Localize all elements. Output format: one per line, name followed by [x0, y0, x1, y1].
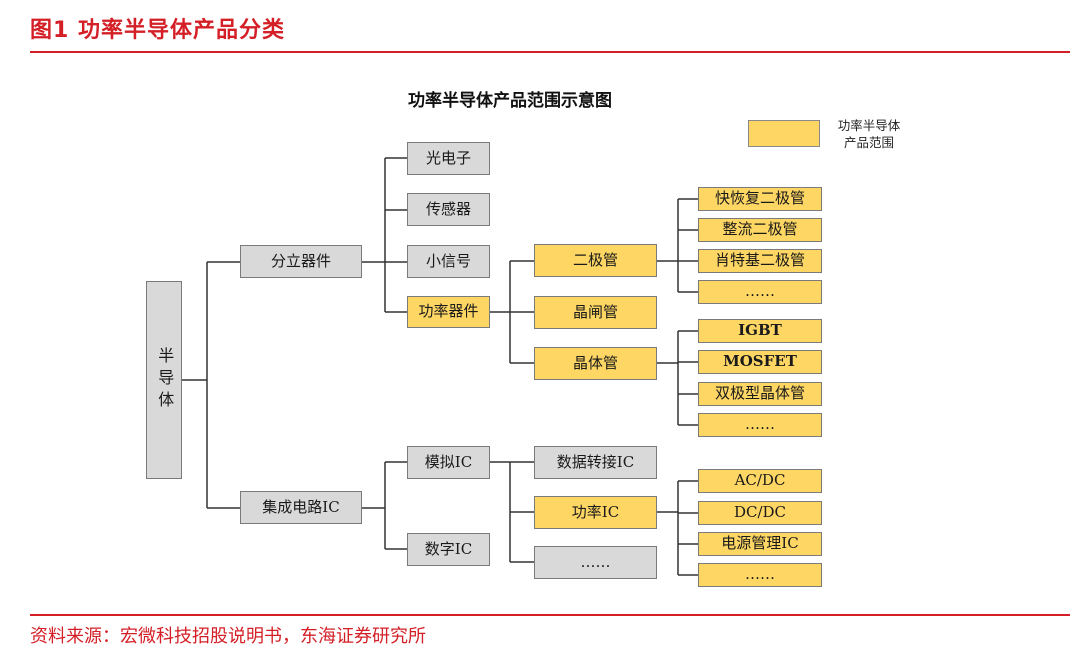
node-transistor: 晶体管	[534, 347, 657, 380]
node-dc-dc: DC/DC	[698, 501, 822, 525]
node-semiconductor: 半导体	[146, 281, 182, 479]
node-diode: 二极管	[534, 244, 657, 277]
node-discrete-devices: 分立器件	[240, 245, 362, 278]
diagram-title: 功率半导体产品范围示意图	[408, 91, 612, 111]
footer-divider	[30, 614, 1070, 616]
node-power-ic-more: ……	[698, 563, 822, 587]
node-fast-recovery-diode: 快恢复二极管	[698, 187, 822, 211]
node-analog-more: ……	[534, 546, 657, 579]
node-small-signal: 小信号	[407, 245, 490, 278]
source-note: 资料来源：宏微科技招股说明书，东海证券研究所	[30, 626, 426, 647]
node-power-management-ic: 电源管理IC	[698, 532, 822, 556]
node-bipolar-transistor: 双极型晶体管	[698, 382, 822, 406]
node-integrated-circuit: 集成电路IC	[240, 491, 362, 524]
node-digital-ic: 数字IC	[407, 533, 490, 566]
node-rectifier-diode: 整流二极管	[698, 218, 822, 242]
node-transistor-more: ……	[698, 413, 822, 437]
figure-title: 图1 功率半导体产品分类	[30, 18, 285, 43]
node-diode-more: ……	[698, 280, 822, 304]
node-igbt: IGBT	[698, 319, 822, 343]
node-schottky-diode: 肖特基二极管	[698, 249, 822, 273]
node-analog-ic: 模拟IC	[407, 446, 490, 479]
legend-swatch	[748, 120, 820, 147]
node-mosfet: MOSFET	[698, 350, 822, 374]
node-sensor: 传感器	[407, 193, 490, 226]
node-power-device: 功率器件	[407, 296, 490, 328]
node-ac-dc: AC/DC	[698, 469, 822, 493]
node-power-ic: 功率IC	[534, 496, 657, 529]
node-thyristor: 晶闸管	[534, 296, 657, 329]
header-divider	[30, 51, 1070, 53]
legend-label: 功率半导体 产品范围	[837, 118, 901, 150]
node-optoelectronics: 光电子	[407, 142, 490, 175]
node-data-converter-ic: 数据转接IC	[534, 446, 657, 479]
